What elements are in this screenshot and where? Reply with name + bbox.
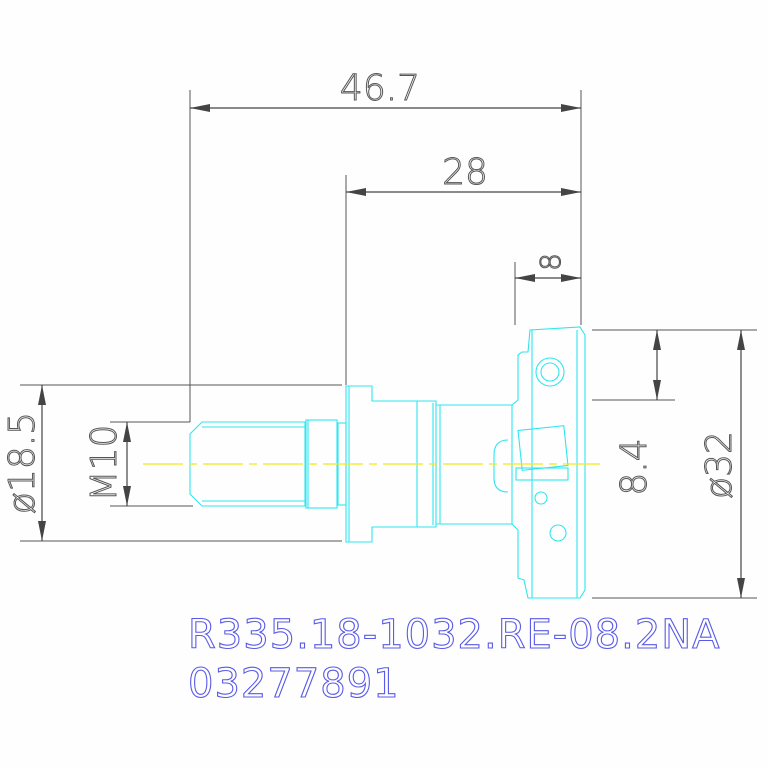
dim-head-width: 8 (534, 253, 567, 271)
dim-body-length: 28 (442, 152, 488, 193)
dim-thread: M10 (84, 425, 125, 502)
dim-overall-length: 46.7 (340, 68, 420, 109)
dim-shank-diameter: ø18.5 (2, 412, 43, 514)
milling-cutter-outline (189, 326, 586, 599)
part-designation: R335.18-1032.RE-08.2NA (188, 612, 721, 658)
dim-radial-depth: 8.4 (614, 438, 655, 495)
part-item-number: 03277891 (188, 661, 400, 707)
dim-cutter-diameter: ø32 (699, 431, 740, 499)
extension-lines (20, 90, 757, 599)
dimension-lines (38, 104, 745, 598)
